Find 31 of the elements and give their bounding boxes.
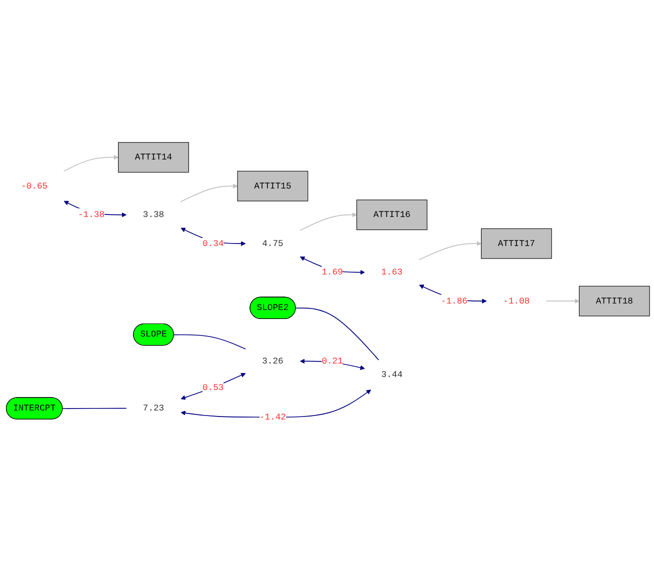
edge-label: 0.34 [202,238,224,248]
arrow [180,372,246,400]
node-text: 7.23 [142,403,164,414]
edge-label: 0.21 [322,356,343,366]
edge-label: -1.38 [78,210,105,220]
node-box: ATTIT17 [480,228,552,259]
connector [62,408,127,409]
edge-label: 0.53 [202,382,224,393]
arrow [63,154,119,172]
node-text: 3.38 [142,210,164,220]
node-text: -0.65 [21,180,48,191]
connector [173,334,246,350]
node-box: ATTIT16 [356,200,428,230]
node-box: ATTIT15 [237,170,308,202]
edge-label: -1.86 [440,296,468,306]
node-text: 4.75 [262,238,284,248]
node-text: 1.63 [381,267,403,278]
arrow [180,228,246,246]
arrow [299,212,357,231]
arrow [418,241,482,260]
node-text: 3.26 [262,356,284,366]
node-box: ATTIT18 [578,286,650,316]
node-text: -1.08 [503,296,530,306]
arrow [546,298,580,304]
node-box: ATTIT14 [118,142,189,172]
connector [295,308,380,360]
node-text: 3.44 [381,370,403,380]
edge-label: 1.69 [322,267,343,278]
edge-label: -1.42 [259,412,286,422]
arrow [180,184,238,202]
arrow [300,256,365,275]
